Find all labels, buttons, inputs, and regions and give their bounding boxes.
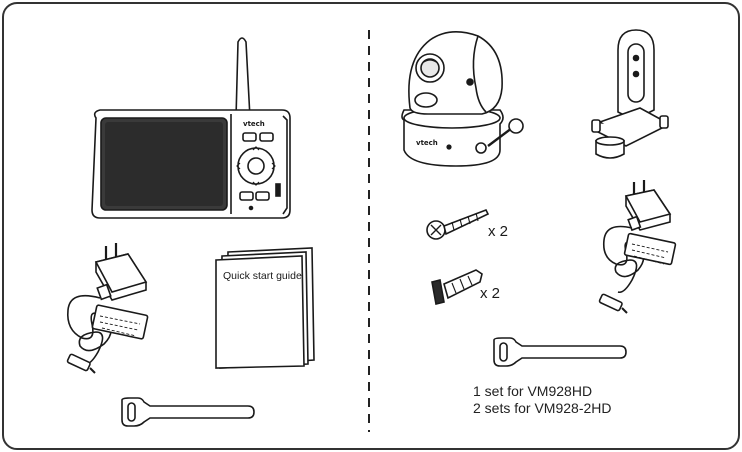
right-cable-tie [493, 337, 627, 367]
sets-note-line-2: 2 sets for VM928-2HD [473, 400, 612, 416]
camera-brand-logo: vtech [416, 139, 438, 147]
camera-power-adapter [598, 180, 677, 314]
baby-unit-camera [401, 31, 524, 167]
anchor-quantity: x 2 [480, 285, 500, 302]
sets-note-line-1: 1 set for VM928HD [473, 383, 593, 399]
monitor-brand-logo: vtech [243, 120, 265, 128]
wall-mount-bracket [591, 29, 669, 159]
wall-anchor [431, 269, 483, 305]
guide-title: Quick start guide [223, 270, 302, 282]
screw-quantity: x 2 [488, 223, 508, 240]
parent-unit-monitor [91, 37, 291, 219]
monitor-power-adapter [66, 243, 149, 374]
left-cable-tie [121, 397, 255, 427]
mounting-screw [426, 208, 490, 240]
quick-start-guide-booklet [215, 247, 315, 369]
